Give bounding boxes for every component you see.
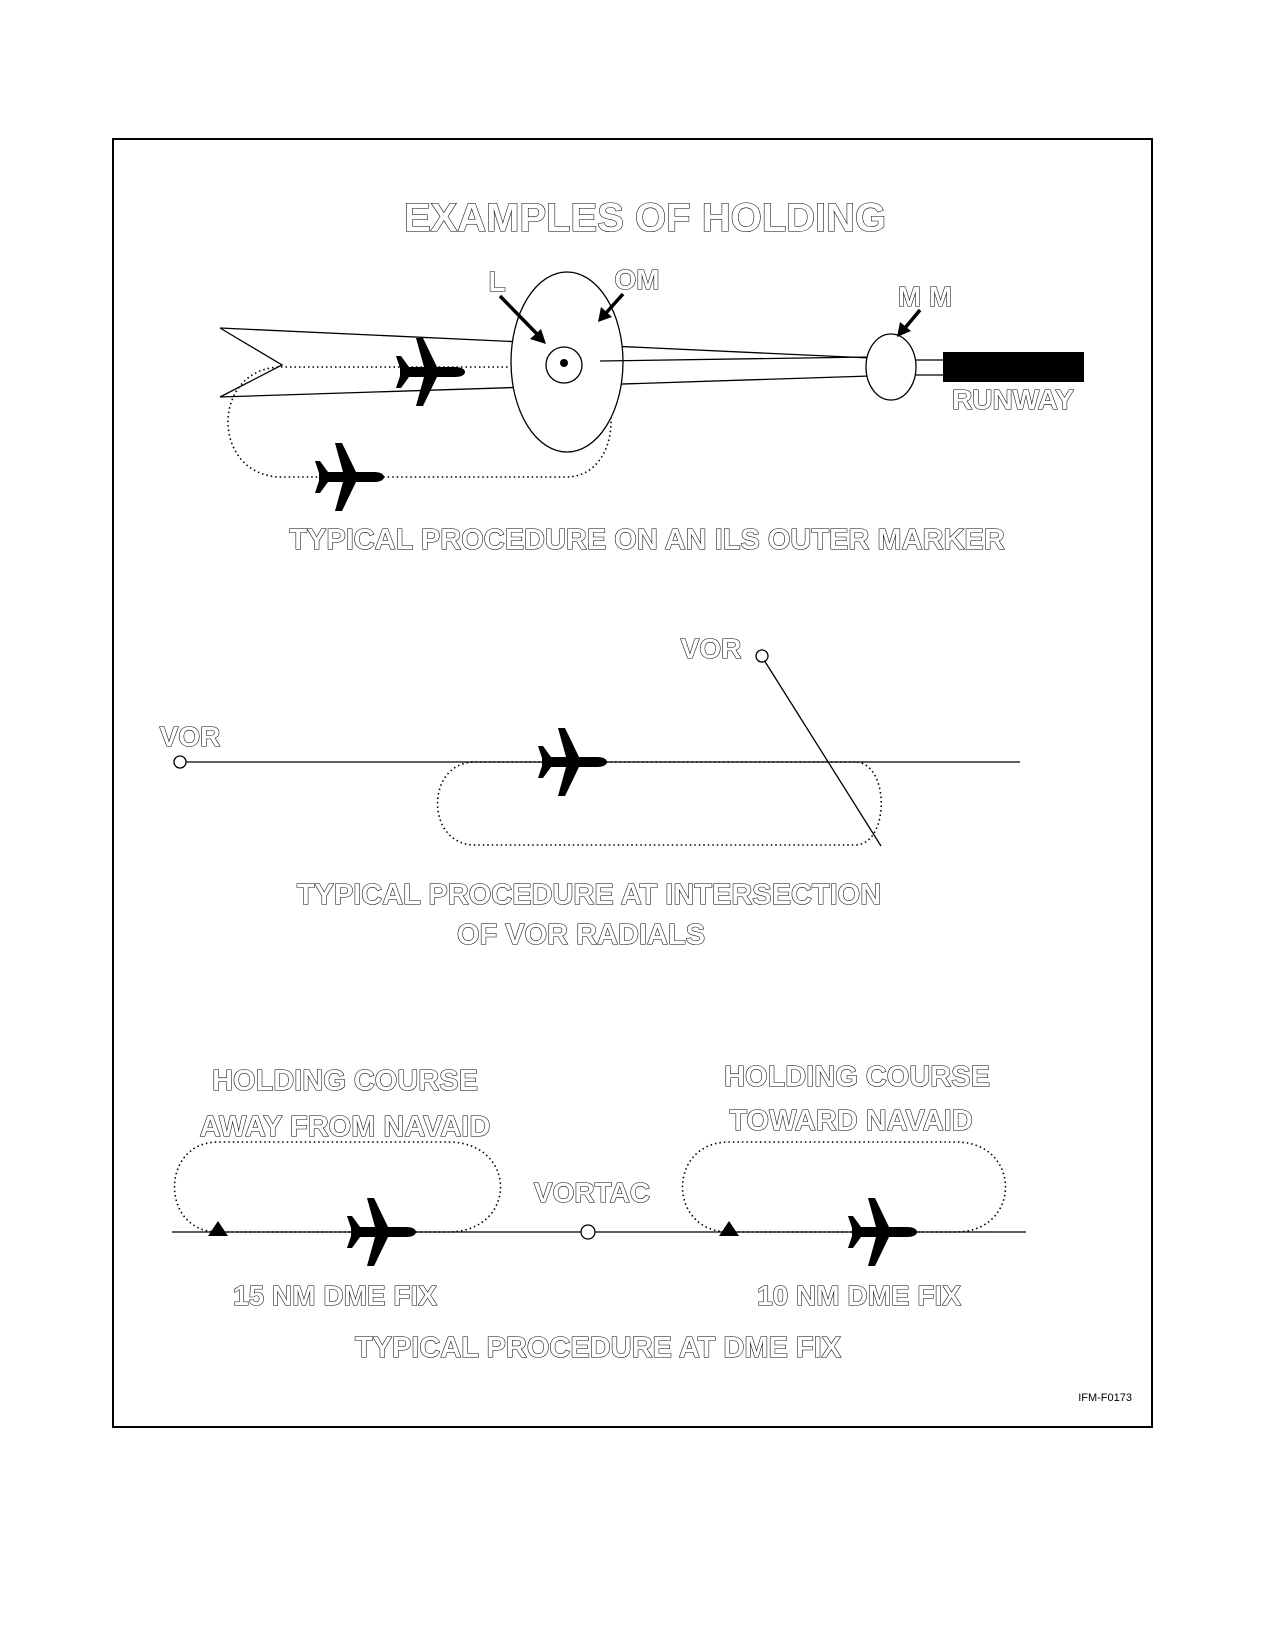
caption-dme: TYPICAL PROCEDURE AT DME FIX <box>355 1332 842 1364</box>
arrow-l <box>498 294 546 344</box>
figure-id: IFM-F0173 <box>1078 1392 1132 1404</box>
runway-approach-lines <box>916 359 943 376</box>
fix-triangle-icon <box>719 1221 739 1236</box>
vor-holding-pattern <box>436 761 882 846</box>
dme-holding-pattern-away <box>173 1141 502 1233</box>
navaid-circle-icon <box>173 755 187 769</box>
caption-vor-line2: OF VOR RADIALS <box>457 919 705 951</box>
label-away-line2: AWAY FROM NAVAID <box>200 1111 491 1143</box>
airplane-icon <box>848 1198 917 1266</box>
middle-marker-ellipse <box>865 333 917 401</box>
airplane-icon <box>347 1198 416 1266</box>
vor-radial-diagonal <box>763 659 882 847</box>
dme-section: HOLDING COURSE AWAY FROM NAVAID HOLDING … <box>172 1060 1026 1365</box>
label-toward-line1: HOLDING COURSE <box>724 1061 990 1093</box>
label-vor-left: VOR <box>160 721 221 752</box>
airplane-icon <box>538 728 607 796</box>
navaid-circle-icon <box>755 649 769 663</box>
locator-dot <box>560 359 568 367</box>
airplane-icon <box>396 338 465 406</box>
label-away-line1: HOLDING COURSE <box>212 1065 478 1097</box>
label-runway: RUNWAY <box>952 384 1074 415</box>
ils-section: L OM M M RUNWAY TYPICAL PROCEDURE ON AN … <box>219 263 1084 557</box>
runway <box>943 352 1084 382</box>
navaid-circle-icon <box>580 1224 596 1240</box>
vor-section: VOR VOR TYPICAL PROCEDURE AT INTERSECTIO… <box>159 632 1020 952</box>
label-fix-10: 10 NM DME FIX <box>757 1280 961 1311</box>
arrow-mm <box>897 308 922 337</box>
label-toward-line2: TOWARD NAVAID <box>729 1105 972 1137</box>
label-om: OM <box>614 264 659 295</box>
diagram-title: EXAMPLES OF HOLDING <box>404 196 886 240</box>
caption-ils: TYPICAL PROCEDURE ON AN ILS OUTER MARKER <box>289 524 1004 556</box>
fix-triangle-icon <box>208 1221 228 1236</box>
label-vor-right: VOR <box>681 633 742 664</box>
label-vortac: VORTAC <box>534 1177 650 1208</box>
arrow-om <box>598 292 625 322</box>
airplane-icon <box>315 443 384 511</box>
localizer-centerline <box>599 356 871 362</box>
figure-border <box>112 138 1153 1428</box>
label-l: L <box>488 266 505 297</box>
caption-vor-line1: TYPICAL PROCEDURE AT INTERSECTION <box>297 879 881 911</box>
label-fix-15: 15 NM DME FIX <box>233 1280 437 1311</box>
label-mm: M M <box>898 281 952 312</box>
dme-holding-pattern-toward <box>681 1141 1007 1233</box>
